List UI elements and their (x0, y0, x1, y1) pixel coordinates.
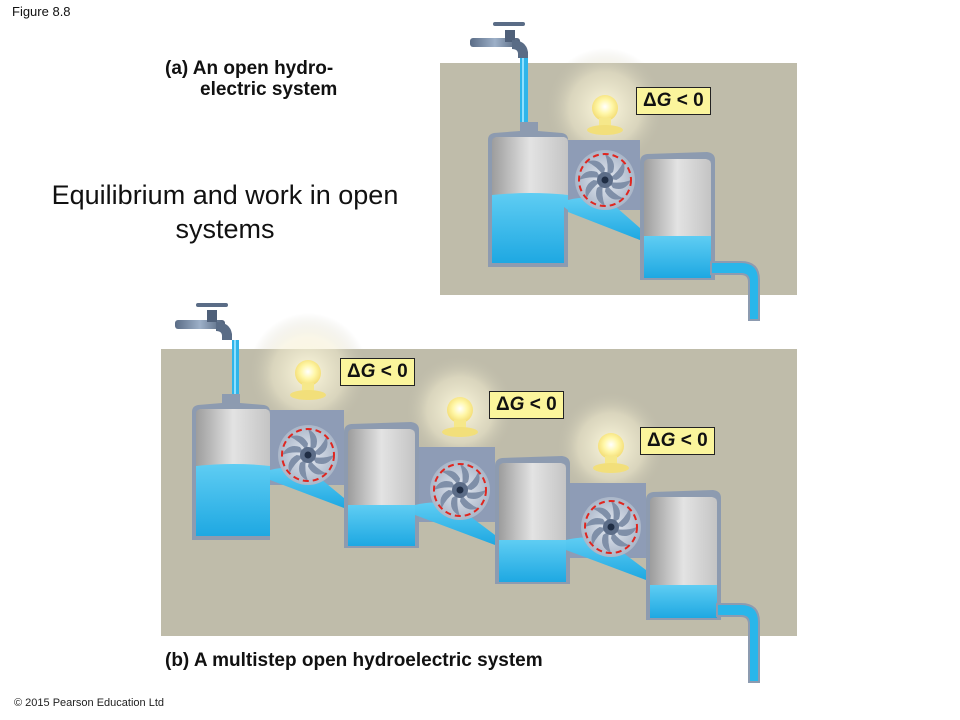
light-bulb-icon (593, 433, 629, 473)
panel-a-title: (a) An open hydro-electric system (165, 58, 337, 100)
outlet-pipe (716, 603, 760, 683)
delta-g-badge: ΔG < 0 (636, 87, 711, 115)
faucet-icon (470, 22, 528, 58)
water-channel (568, 197, 640, 240)
light-bulb-icon (587, 95, 623, 135)
tank-1 (192, 394, 270, 540)
tank-2 (344, 422, 419, 548)
tank-3 (495, 456, 570, 584)
rotation-arrow-icon (578, 153, 632, 207)
rotation-arrow-icon (584, 500, 638, 554)
light-bulb-icon (442, 397, 478, 437)
panel-b-title: (b) A multistep open hydroelectric syste… (165, 650, 543, 671)
panel-a-title-line1: (a) An open hydro- (165, 58, 334, 79)
delta-g-badge: ΔG < 0 (640, 427, 715, 455)
lower-tank (640, 152, 715, 280)
rotation-arrow-icon (433, 463, 487, 517)
turbine-icon (430, 460, 490, 520)
figure-label: Figure 8.8 (12, 4, 71, 19)
copyright-notice: © 2015 Pearson Education Ltd (14, 697, 164, 709)
delta-g-badge: ΔG < 0 (489, 391, 564, 419)
delta-g-badge: ΔG < 0 (340, 358, 415, 386)
upper-tank (488, 122, 568, 267)
turbine-icon (581, 497, 641, 557)
panel-b-illustration (161, 303, 797, 683)
panel-a-illustration (440, 22, 797, 321)
outlet-pipe (710, 261, 760, 321)
tank-4 (646, 490, 721, 620)
light-bulb-icon (290, 360, 326, 400)
turbine-icon (575, 150, 635, 210)
turbine-icon (278, 425, 338, 485)
rotation-arrow-icon (281, 428, 335, 482)
panel-a-title-line2: electric system (200, 79, 338, 100)
main-title: Equilibrium and work in open systems (51, 180, 399, 244)
faucet-icon (175, 303, 232, 340)
